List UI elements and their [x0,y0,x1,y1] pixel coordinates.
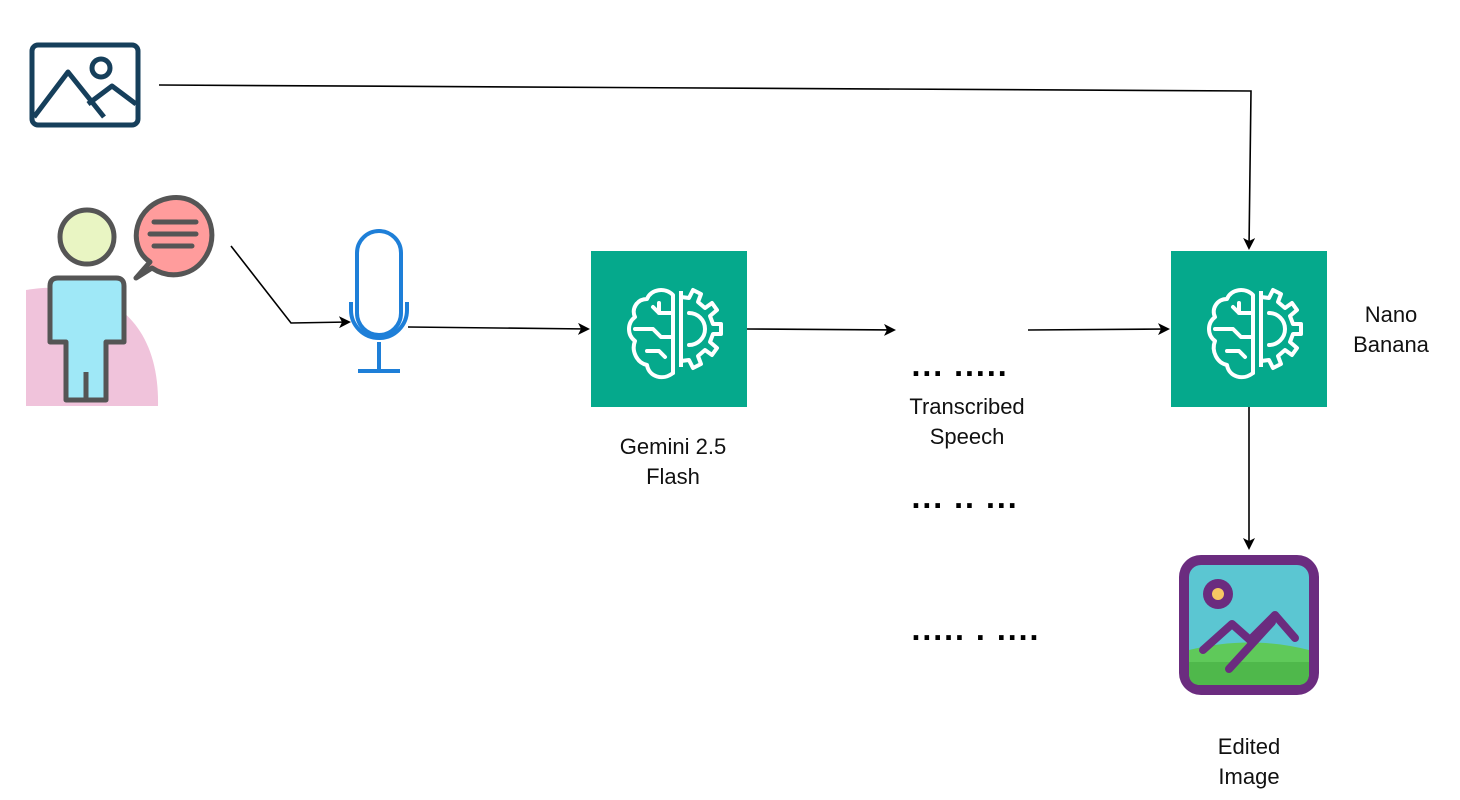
transcript-label: Transcribed Speech [909,394,1025,449]
arrow-transcript-to-nano [1027,323,1170,336]
transcript-line: ..... . .... [911,617,1040,647]
arrow-speaker-to-mic [230,245,351,329]
nano-banana-ai-icon [1171,251,1327,407]
gemini-ai-icon [591,251,747,407]
connectors [158,84,1256,550]
transcript-lines: ... ..... ... .. ... ..... . .... [911,258,1040,698]
edited-image-label: Edited Image [1217,734,1281,789]
picture-frame-icon [1179,555,1319,695]
arrow-mic-to-gemini [407,322,590,335]
person-speaking-icon [26,195,215,406]
gemini-label: Gemini 2.5 Flash [619,434,727,489]
arrow-gemini-to-transcript [746,323,896,336]
transcript-line: ... ..... [911,353,1009,383]
image-outline-icon [29,42,141,128]
microphone-icon [349,229,409,373]
transcript-line: ... .. ... [911,485,1019,515]
arrow-image-to-nano [158,84,1256,250]
nano-banana-label: Nano Banana [1353,302,1429,357]
